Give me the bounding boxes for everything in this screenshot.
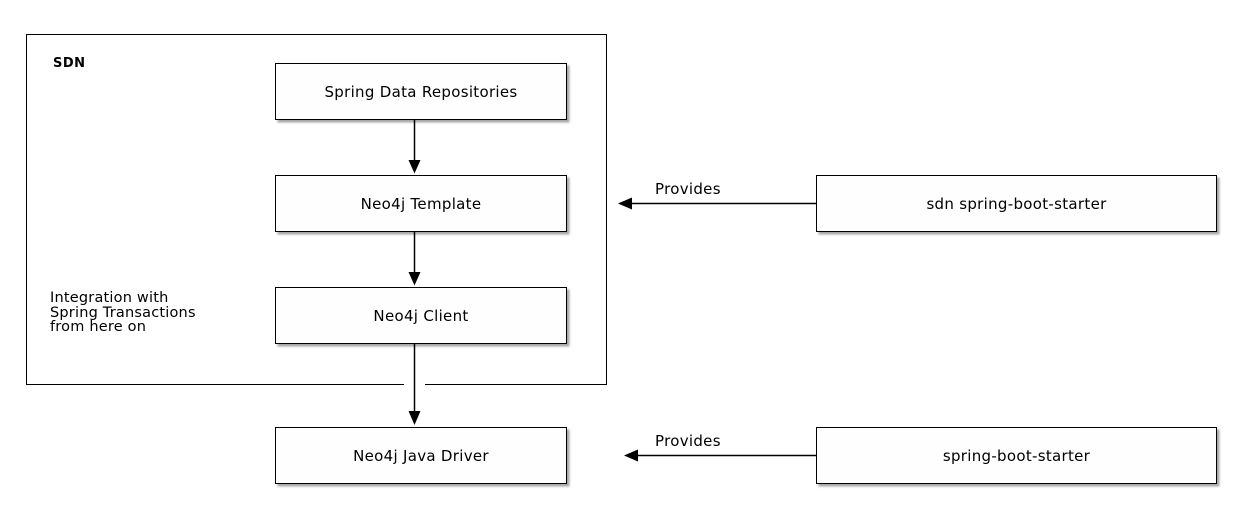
node-spring-boot-starter: spring-boot-starter (816, 427, 1217, 484)
transactions-note-line-1: Integration with (50, 290, 169, 306)
node-neo4j-template: Neo4j Template (275, 175, 567, 232)
node-spring-data-repositories: Spring Data Repositories (275, 63, 567, 120)
node-neo4j-client: Neo4j Client (275, 287, 567, 344)
node-sdn-spring-boot-starter: sdn spring-boot-starter (816, 175, 1217, 232)
node-neo4j-java-driver-label: Neo4j Java Driver (353, 446, 489, 465)
transactions-note-line-2: Spring Transactions (50, 304, 196, 321)
sdn-container-box: SDN (26, 34, 607, 385)
node-spring-boot-starter-label: spring-boot-starter (942, 446, 1091, 465)
transactions-note: Integration with Spring Transactions fro… (50, 291, 196, 335)
arrow-sdn-starter-provides (618, 197, 816, 210)
node-spring-data-repositories-label: Spring Data Repositories (324, 82, 518, 101)
sdn-container-label: SDN (53, 56, 86, 71)
arrow-boot-starter-provides (624, 449, 816, 462)
node-neo4j-client-label: Neo4j Client (373, 306, 469, 325)
node-neo4j-template-label: Neo4j Template (360, 194, 482, 213)
transactions-note-line-3: from here on (50, 319, 147, 335)
provides-label-top: Provides (655, 180, 721, 198)
node-sdn-spring-boot-starter-label: sdn spring-boot-starter (926, 194, 1107, 213)
node-neo4j-java-driver: Neo4j Java Driver (275, 427, 567, 484)
provides-label-bottom: Provides (655, 432, 721, 450)
